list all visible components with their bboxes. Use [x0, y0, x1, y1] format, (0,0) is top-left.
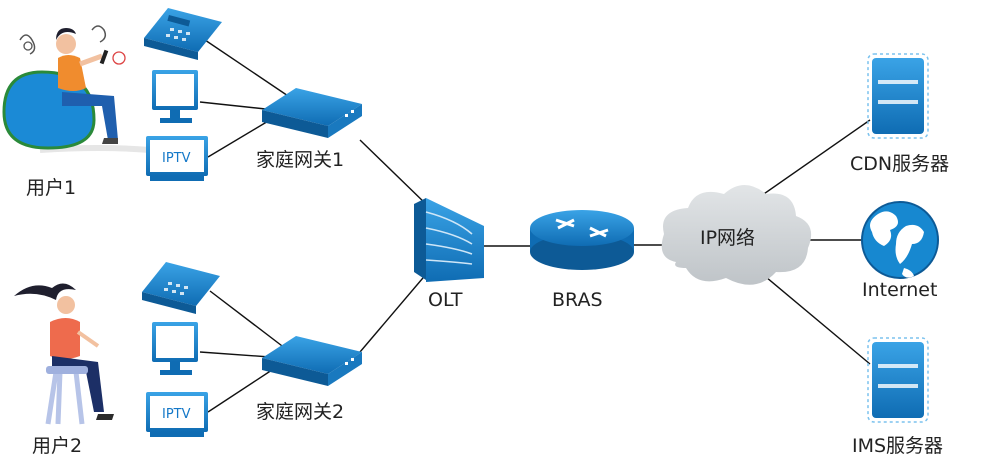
olt-label: OLT: [428, 289, 463, 311]
ip-network-label: IP网络: [700, 227, 755, 249]
phone-icon-2: [142, 262, 220, 314]
iptv-label-1: IPTV: [162, 151, 191, 166]
olt-icon: [414, 198, 484, 282]
connection-lines: [199, 39, 871, 413]
ims-server-label: IMS服务器: [852, 435, 943, 457]
iptv-icon-2: IPTV: [146, 392, 208, 437]
user-1-illustration: [2, 25, 151, 153]
internet-label: Internet: [862, 279, 937, 301]
bras-label: BRAS: [552, 289, 603, 311]
iptv-label-2: IPTV: [162, 407, 191, 422]
iptv-icon-1: IPTV: [146, 136, 208, 181]
cdn-server-label: CDN服务器: [850, 153, 949, 175]
cdn-server-icon: [867, 53, 929, 139]
gateway-icon-2: [262, 336, 362, 386]
user-2-illustration: [14, 283, 114, 425]
ims-server-icon: [867, 337, 929, 423]
user-2-label: 用户2: [32, 435, 82, 457]
internet-globe-icon: [861, 201, 939, 279]
gateway-1-label: 家庭网关1: [256, 149, 344, 171]
gateway-2-label: 家庭网关2: [256, 401, 344, 423]
ip-network-cloud-icon: [661, 185, 812, 285]
phone-icon-1: [144, 8, 222, 60]
user-1-label: 用户1: [26, 177, 76, 199]
gateway-icon-1: [262, 88, 362, 138]
bras-router-icon: [530, 210, 634, 270]
monitor-icon-2: [152, 322, 198, 375]
monitor-icon-1: [152, 70, 198, 123]
